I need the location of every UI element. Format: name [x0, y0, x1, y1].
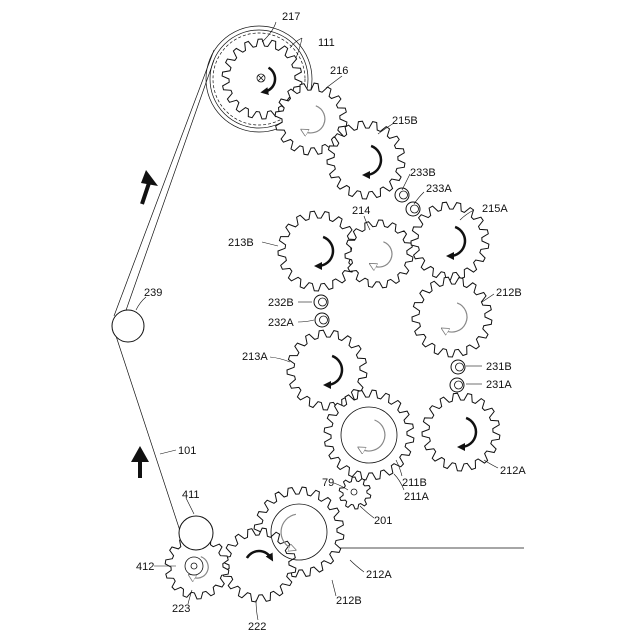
label-231B: 231B [486, 361, 512, 373]
gear-213A [287, 330, 367, 410]
gear-215A [411, 202, 489, 280]
label-212A-right: 212A [500, 465, 526, 477]
label-211B: 211B [402, 477, 427, 489]
label-233B: 233B [410, 167, 436, 179]
label-215A: 215A [482, 203, 508, 215]
label-79: 79 [322, 477, 334, 489]
idler-233A [406, 202, 420, 216]
label-213A: 213A [242, 351, 268, 363]
gear-group [165, 39, 500, 602]
axle-217 [257, 74, 265, 82]
label-222: 222 [248, 621, 266, 633]
label-111: 111 [318, 37, 335, 49]
label-217: 217 [282, 11, 300, 23]
label-212B-right: 212B [496, 287, 522, 299]
idler-231B [451, 360, 465, 374]
label-201: 201 [374, 515, 392, 527]
label-101: 101 [178, 445, 196, 457]
pinion-79 [351, 489, 357, 495]
label-232A: 232A [268, 317, 294, 329]
label-215B: 215B [392, 115, 418, 127]
gear-213B [278, 211, 358, 291]
label-223: 223 [172, 603, 190, 615]
label-212A-bottom: 212A [366, 569, 392, 581]
idler-231A [450, 378, 464, 392]
roller-411 [179, 516, 213, 550]
label-231A: 231A [486, 379, 512, 391]
label-214: 214 [352, 205, 370, 217]
label-411: 411 [182, 489, 200, 501]
label-239: 239 [144, 287, 162, 299]
gear-212B-upper [412, 277, 492, 357]
roller-239 [112, 310, 144, 342]
label-213B: 213B [228, 237, 254, 249]
gear-212A-upper [422, 393, 500, 471]
label-412: 412 [136, 561, 154, 573]
label-212B-bottom: 212B [336, 595, 362, 607]
gear-211B [324, 390, 414, 480]
idler-233B [395, 188, 409, 202]
label-216: 216 [330, 65, 348, 77]
label-232B: 232B [268, 297, 294, 309]
label-211A: 211A [404, 491, 430, 503]
idler-232A [315, 313, 329, 327]
label-233A: 233A [426, 183, 452, 195]
direction-arrow-upper [141, 170, 158, 204]
gear-214 [345, 220, 413, 288]
direction-arrow-lower [131, 446, 149, 478]
idler-232B [314, 295, 328, 309]
